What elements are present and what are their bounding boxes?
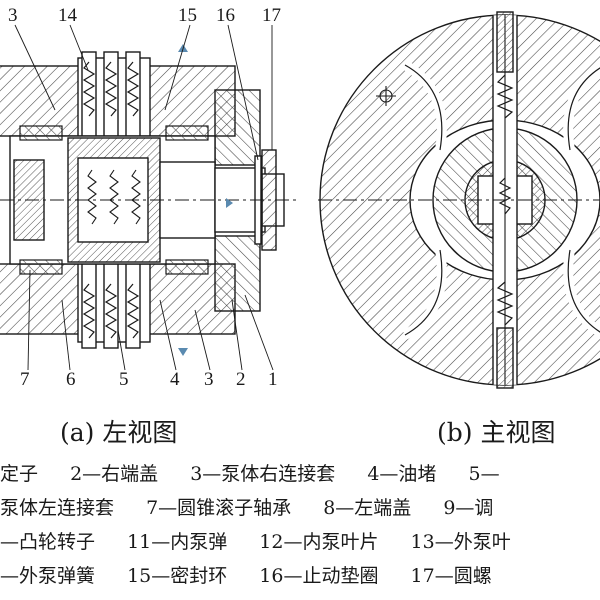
legend-row-1: 定子 2—右端盖 3—泵体右连接套 4—油堵 5— <box>0 462 526 486</box>
label-num-16: 16 <box>216 5 235 26</box>
legend-item: 8—左端盖 <box>323 497 412 519</box>
label-num-7: 7 <box>20 369 30 390</box>
tapered-bearings <box>19 125 209 275</box>
right-cover-upper <box>214 89 261 166</box>
label-num-17: 17 <box>262 5 281 26</box>
legend-item: 12—内泵叶片 <box>259 531 379 553</box>
registration-mark <box>376 86 396 106</box>
label-num-2: 2 <box>236 369 246 390</box>
outer-springs-bottom <box>82 283 140 339</box>
caption-left-view: (a) 左视图 <box>60 418 178 447</box>
legend-row-3: —凸轮转子 11—内泵弹 12—内泵叶片 13—外泵叶 <box>0 530 537 554</box>
legend-item: —外泵弹簧 <box>0 565 96 587</box>
legend-item: 13—外泵叶 <box>410 531 511 553</box>
legend-item: 3—泵体右连接套 <box>190 463 336 485</box>
vane-bottom <box>496 327 514 389</box>
legend-item: 11—内泵弹 <box>127 531 228 553</box>
legend-item: 9—调 <box>443 497 494 519</box>
legend-item: 泵体左连接套 <box>0 497 115 519</box>
caption-main-view: (b) 主视图 <box>437 418 556 447</box>
leader-lines <box>14 24 274 371</box>
legend-item: 15—密封环 <box>127 565 228 587</box>
label-num-5: 5 <box>119 369 129 390</box>
vane-springs <box>496 74 514 326</box>
legend-item: 7—圆锥滚子轴承 <box>146 497 292 519</box>
legend-item: 定子 <box>0 463 39 485</box>
label-num-1: 1 <box>268 369 278 390</box>
label-num-3-top: 3 <box>8 5 18 26</box>
legend-item: —凸轮转子 <box>0 531 96 553</box>
legend-item: 4—油堵 <box>367 463 437 485</box>
legend-item: 16—止动垫圈 <box>259 565 379 587</box>
legend-item: 17—圆螺 <box>410 565 492 587</box>
label-num-14: 14 <box>58 5 77 26</box>
legend-row-2: 泵体左连接套 7—圆锥滚子轴承 8—左端盖 9—调 <box>0 496 519 520</box>
parts-legend: 定子 2—右端盖 3—泵体右连接套 4—油堵 5— 泵体左连接套 7—圆锥滚子轴… <box>0 458 600 600</box>
left-view-drawing <box>0 51 285 349</box>
legend-row-4: —外泵弹簧 15—密封环 16—止动垫圈 17—圆螺 <box>0 564 518 588</box>
outer-springs-top <box>82 61 140 117</box>
label-num-4: 4 <box>170 369 180 390</box>
vane-top <box>496 11 514 73</box>
label-num-15: 15 <box>178 5 197 26</box>
right-cover-lower <box>214 235 261 312</box>
label-num-3: 3 <box>204 369 214 390</box>
inner-springs <box>87 169 141 225</box>
label-num-6: 6 <box>66 369 76 390</box>
legend-item: 2—右端盖 <box>70 463 159 485</box>
legend-item: 5— <box>468 463 500 485</box>
